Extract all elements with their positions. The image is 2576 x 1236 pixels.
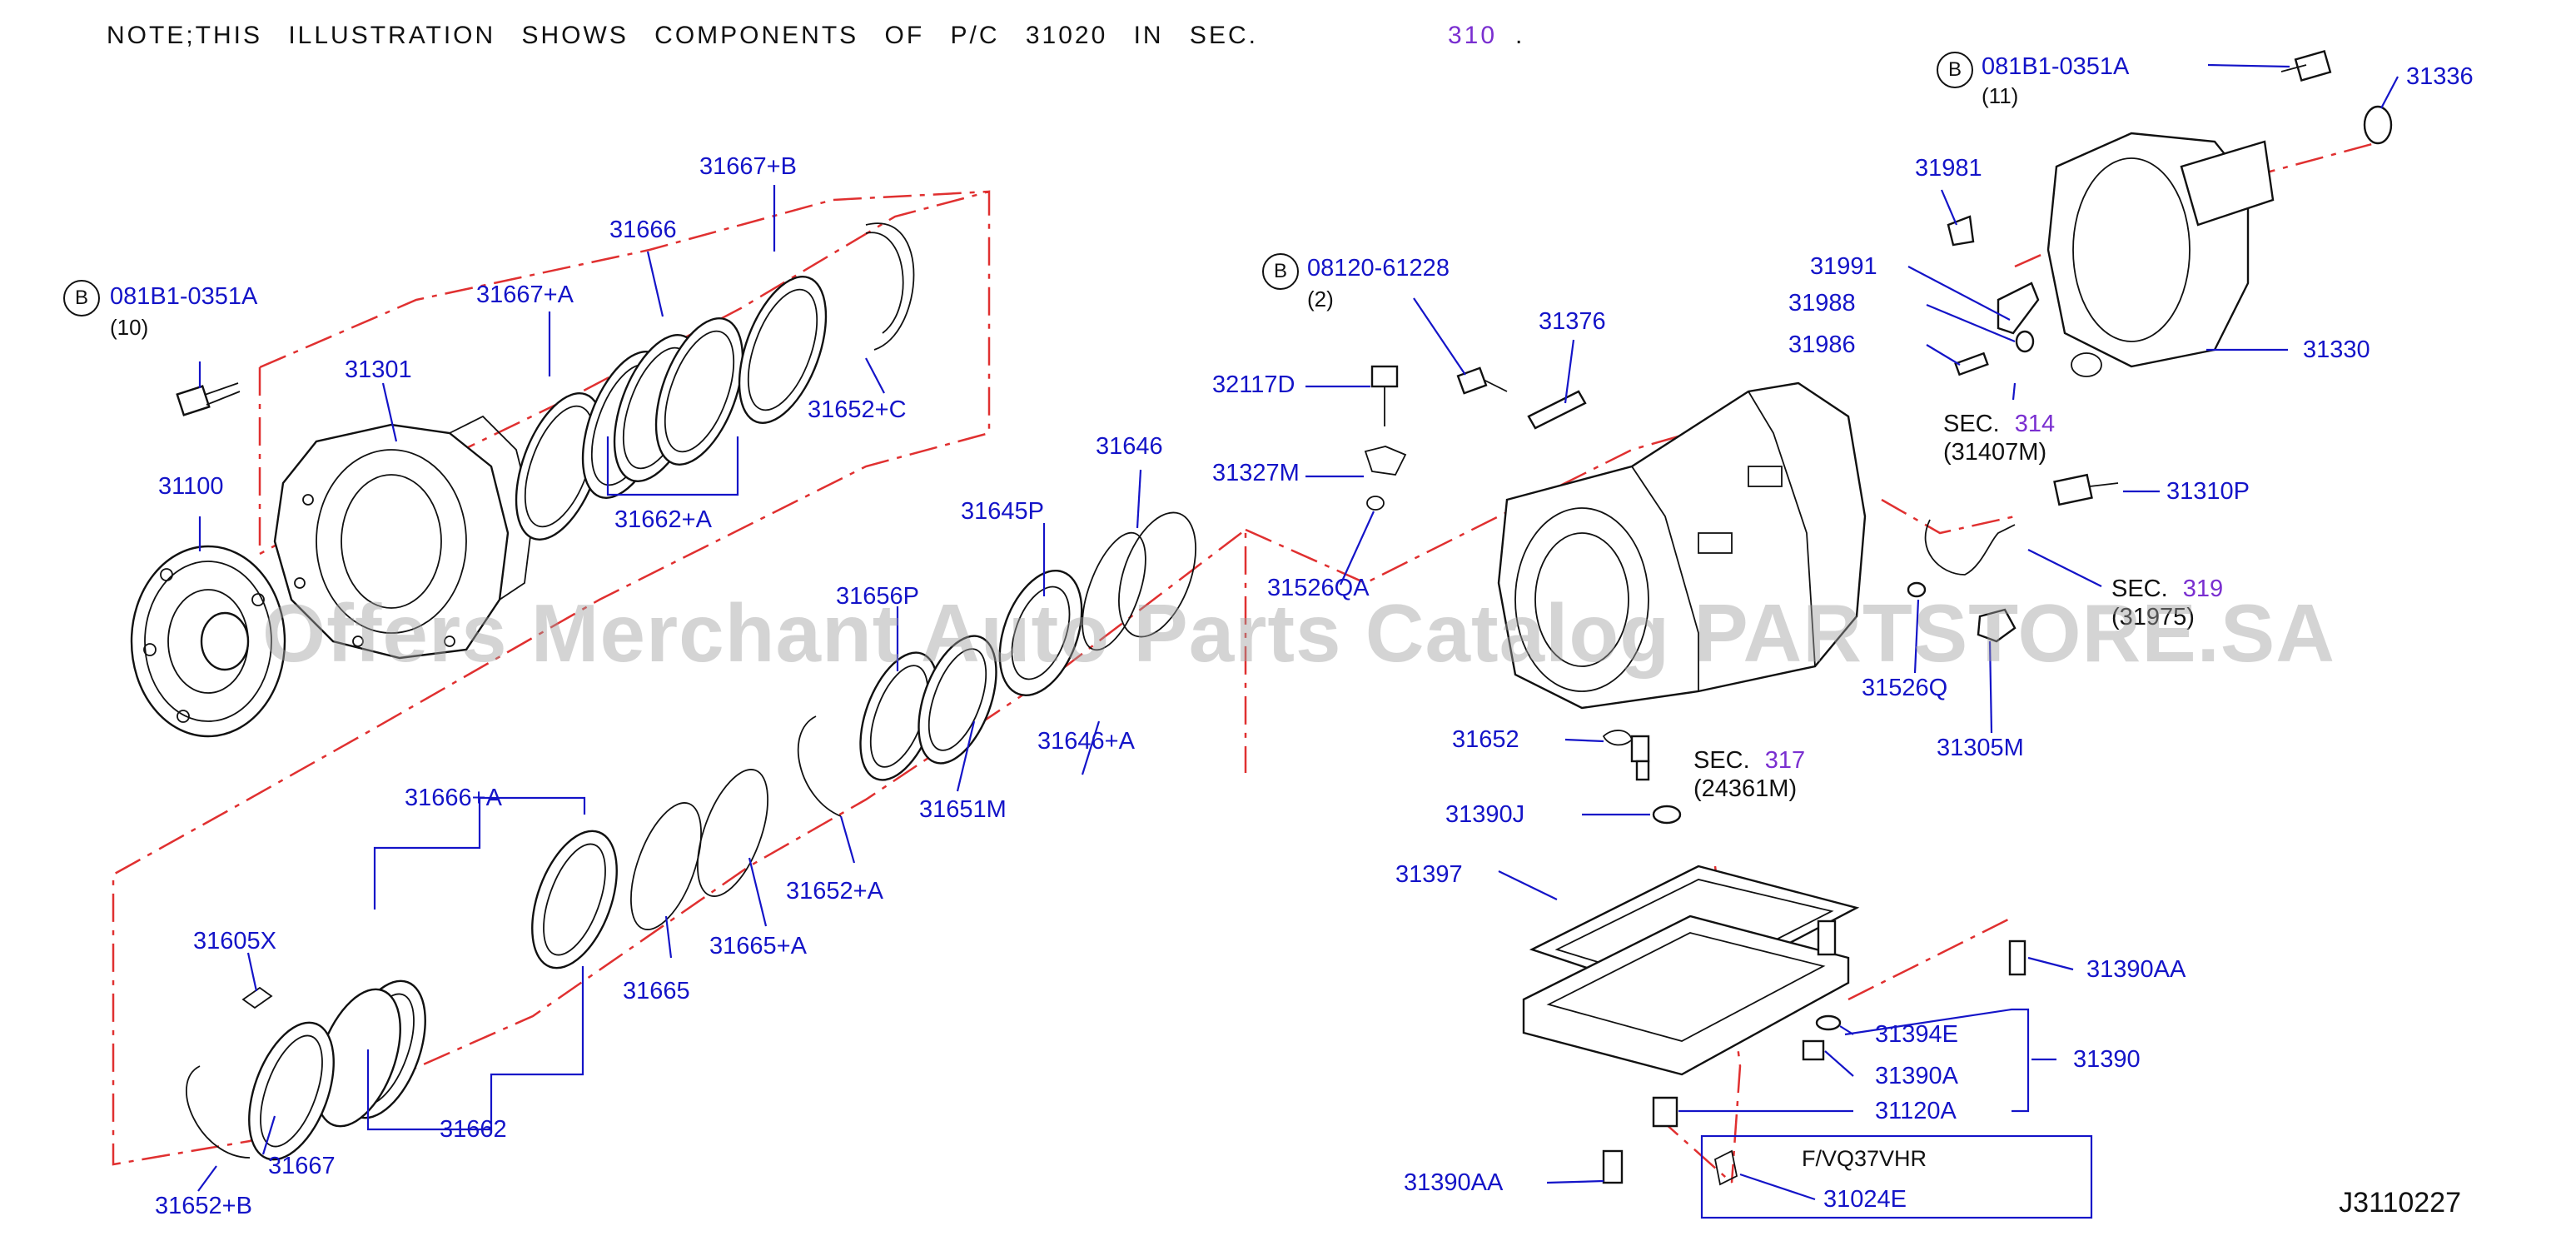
- part-label-31665-a[interactable]: 31665+A: [709, 933, 807, 959]
- bolt-badge-b-1: B: [63, 280, 100, 316]
- sec-317-number[interactable]: 317: [1764, 747, 1806, 774]
- part-label-31390a[interactable]: 31390A: [1875, 1063, 1958, 1089]
- part-label-31390j[interactable]: 31390J: [1445, 801, 1525, 828]
- part-label-31646-a[interactable]: 31646+A: [1037, 728, 1135, 755]
- part-label-31645p[interactable]: 31645P: [961, 498, 1044, 525]
- part-label-31605x[interactable]: 31605X: [193, 928, 276, 954]
- transmission-case-drawing[interactable]: [1497, 381, 1867, 710]
- bolt-drawing-10[interactable]: [176, 382, 241, 416]
- part-label-31397[interactable]: 31397: [1395, 861, 1463, 888]
- extension-housing-drawing[interactable]: [1947, 50, 2393, 377]
- part-label-31330[interactable]: 31330: [2303, 336, 2370, 363]
- part-label-31652[interactable]: 31652: [1452, 726, 1519, 753]
- bolt-qty-1: (10): [110, 315, 149, 340]
- drawing-code: J3110227: [2339, 1187, 2461, 1219]
- part-label-31662[interactable]: 31662: [440, 1116, 507, 1143]
- lower-clutch-pack-drawing[interactable]: [186, 760, 782, 1171]
- sec-ref-319[interactable]: SEC. 319 (31975): [2111, 575, 2223, 631]
- part-label-31991[interactable]: 31991: [1810, 253, 1877, 280]
- bolt-label-081b1-0351a-2[interactable]: 081B1-0351A: [1982, 53, 2130, 80]
- part-label-31666-a[interactable]: 31666+A: [405, 785, 502, 811]
- part-label-31390aa-1[interactable]: 31390AA: [2086, 956, 2186, 983]
- part-label-31652-b[interactable]: 31652+B: [155, 1193, 252, 1219]
- note-period: .: [1515, 22, 1525, 49]
- part-label-31120a[interactable]: 31120A: [1875, 1098, 1957, 1124]
- bolt-label-08120-61228[interactable]: 08120-61228: [1307, 255, 1450, 282]
- part-label-31656p[interactable]: 31656P: [836, 583, 919, 610]
- note-text: NOTE;THIS ILLUSTRATION SHOWS COMPONENTS …: [107, 22, 1258, 49]
- part-label-31667[interactable]: 31667: [268, 1153, 336, 1179]
- bolt-badge-b-2: B: [1262, 253, 1299, 290]
- part-label-31526qa[interactable]: 31526QA: [1267, 575, 1370, 601]
- part-label-31646[interactable]: 31646: [1096, 433, 1163, 460]
- part-label-31652-a[interactable]: 31652+A: [786, 878, 883, 905]
- leader-lines: [197, 63, 2399, 1219]
- part-label-31667-b[interactable]: 31667+B: [699, 153, 797, 180]
- part-label-31301[interactable]: 31301: [345, 356, 412, 383]
- part-label-31981[interactable]: 31981: [1915, 155, 1982, 182]
- sec-317-label: SEC.: [1693, 747, 1750, 774]
- part-label-31666[interactable]: 31666: [609, 217, 677, 243]
- middle-clutch-group-drawing[interactable]: [797, 502, 1211, 817]
- sec-319-sub: (31975): [2111, 604, 2195, 630]
- part-label-31100[interactable]: 31100: [158, 473, 224, 500]
- part-label-31336[interactable]: 31336: [2406, 63, 2474, 90]
- bolt-label-081b1-0351a-1[interactable]: 081B1-0351A: [110, 283, 258, 310]
- sec-314-label: SEC.: [1943, 411, 2000, 437]
- part-label-31652-c[interactable]: 31652+C: [808, 396, 907, 423]
- assembly-lines-left: [112, 140, 2382, 1184]
- sec-ref-314[interactable]: SEC. 314 (31407M): [1943, 410, 2055, 466]
- part-label-31667-a[interactable]: 31667+A: [476, 282, 574, 308]
- part-label-31662-a[interactable]: 31662+A: [614, 506, 712, 533]
- part-label-31988[interactable]: 31988: [1788, 290, 1856, 316]
- sec-314-number[interactable]: 314: [2014, 411, 2056, 437]
- converter-housing-drawing[interactable]: [273, 415, 534, 660]
- part-label-31305m[interactable]: 31305M: [1937, 735, 2024, 761]
- part-label-31024e[interactable]: 31024E: [1823, 1186, 1907, 1213]
- bolt-badge-b-3: B: [1937, 52, 1973, 88]
- center-hardware-drawing[interactable]: [1364, 365, 1682, 825]
- part-label-31327m[interactable]: 31327M: [1212, 460, 1300, 486]
- part-label-31986[interactable]: 31986: [1788, 331, 1856, 358]
- sec-319-label: SEC.: [2111, 576, 2168, 602]
- diagram-note: NOTE;THIS ILLUSTRATION SHOWS COMPONENTS …: [107, 22, 1524, 50]
- part-label-31376[interactable]: 31376: [1539, 308, 1606, 335]
- part-label-32117d[interactable]: 32117D: [1212, 371, 1295, 398]
- note-section-link[interactable]: 310: [1447, 22, 1498, 49]
- sec-317-sub: (24361M): [1693, 775, 1798, 802]
- part-label-31665[interactable]: 31665: [623, 978, 690, 1004]
- part-label-31310p[interactable]: 31310P: [2166, 478, 2250, 505]
- part-label-31394e[interactable]: 31394E: [1875, 1021, 1958, 1048]
- part-label-31526q[interactable]: 31526Q: [1862, 675, 1948, 701]
- part-label-31390aa-2[interactable]: 31390AA: [1404, 1169, 1504, 1196]
- bolt-qty-2: (2): [1307, 287, 1334, 311]
- upper-clutch-pack-drawing[interactable]: [499, 222, 915, 551]
- sec-ref-317[interactable]: SEC. 317 (24361M): [1693, 746, 1805, 803]
- bolt-qty-3: (11): [1982, 83, 2019, 108]
- torque-converter-drawing[interactable]: [130, 545, 286, 738]
- part-label-31390[interactable]: 31390: [2073, 1046, 2141, 1073]
- part-label-31651m[interactable]: 31651M: [919, 796, 1007, 823]
- sec-319-number[interactable]: 319: [2182, 576, 2224, 602]
- sec-314-sub: (31407M): [1943, 439, 2047, 466]
- oil-pan-drawing[interactable]: [1522, 865, 2026, 1186]
- variant-label: F/VQ37VHR: [1802, 1146, 1927, 1171]
- right-hardware-drawing[interactable]: [1907, 473, 2119, 643]
